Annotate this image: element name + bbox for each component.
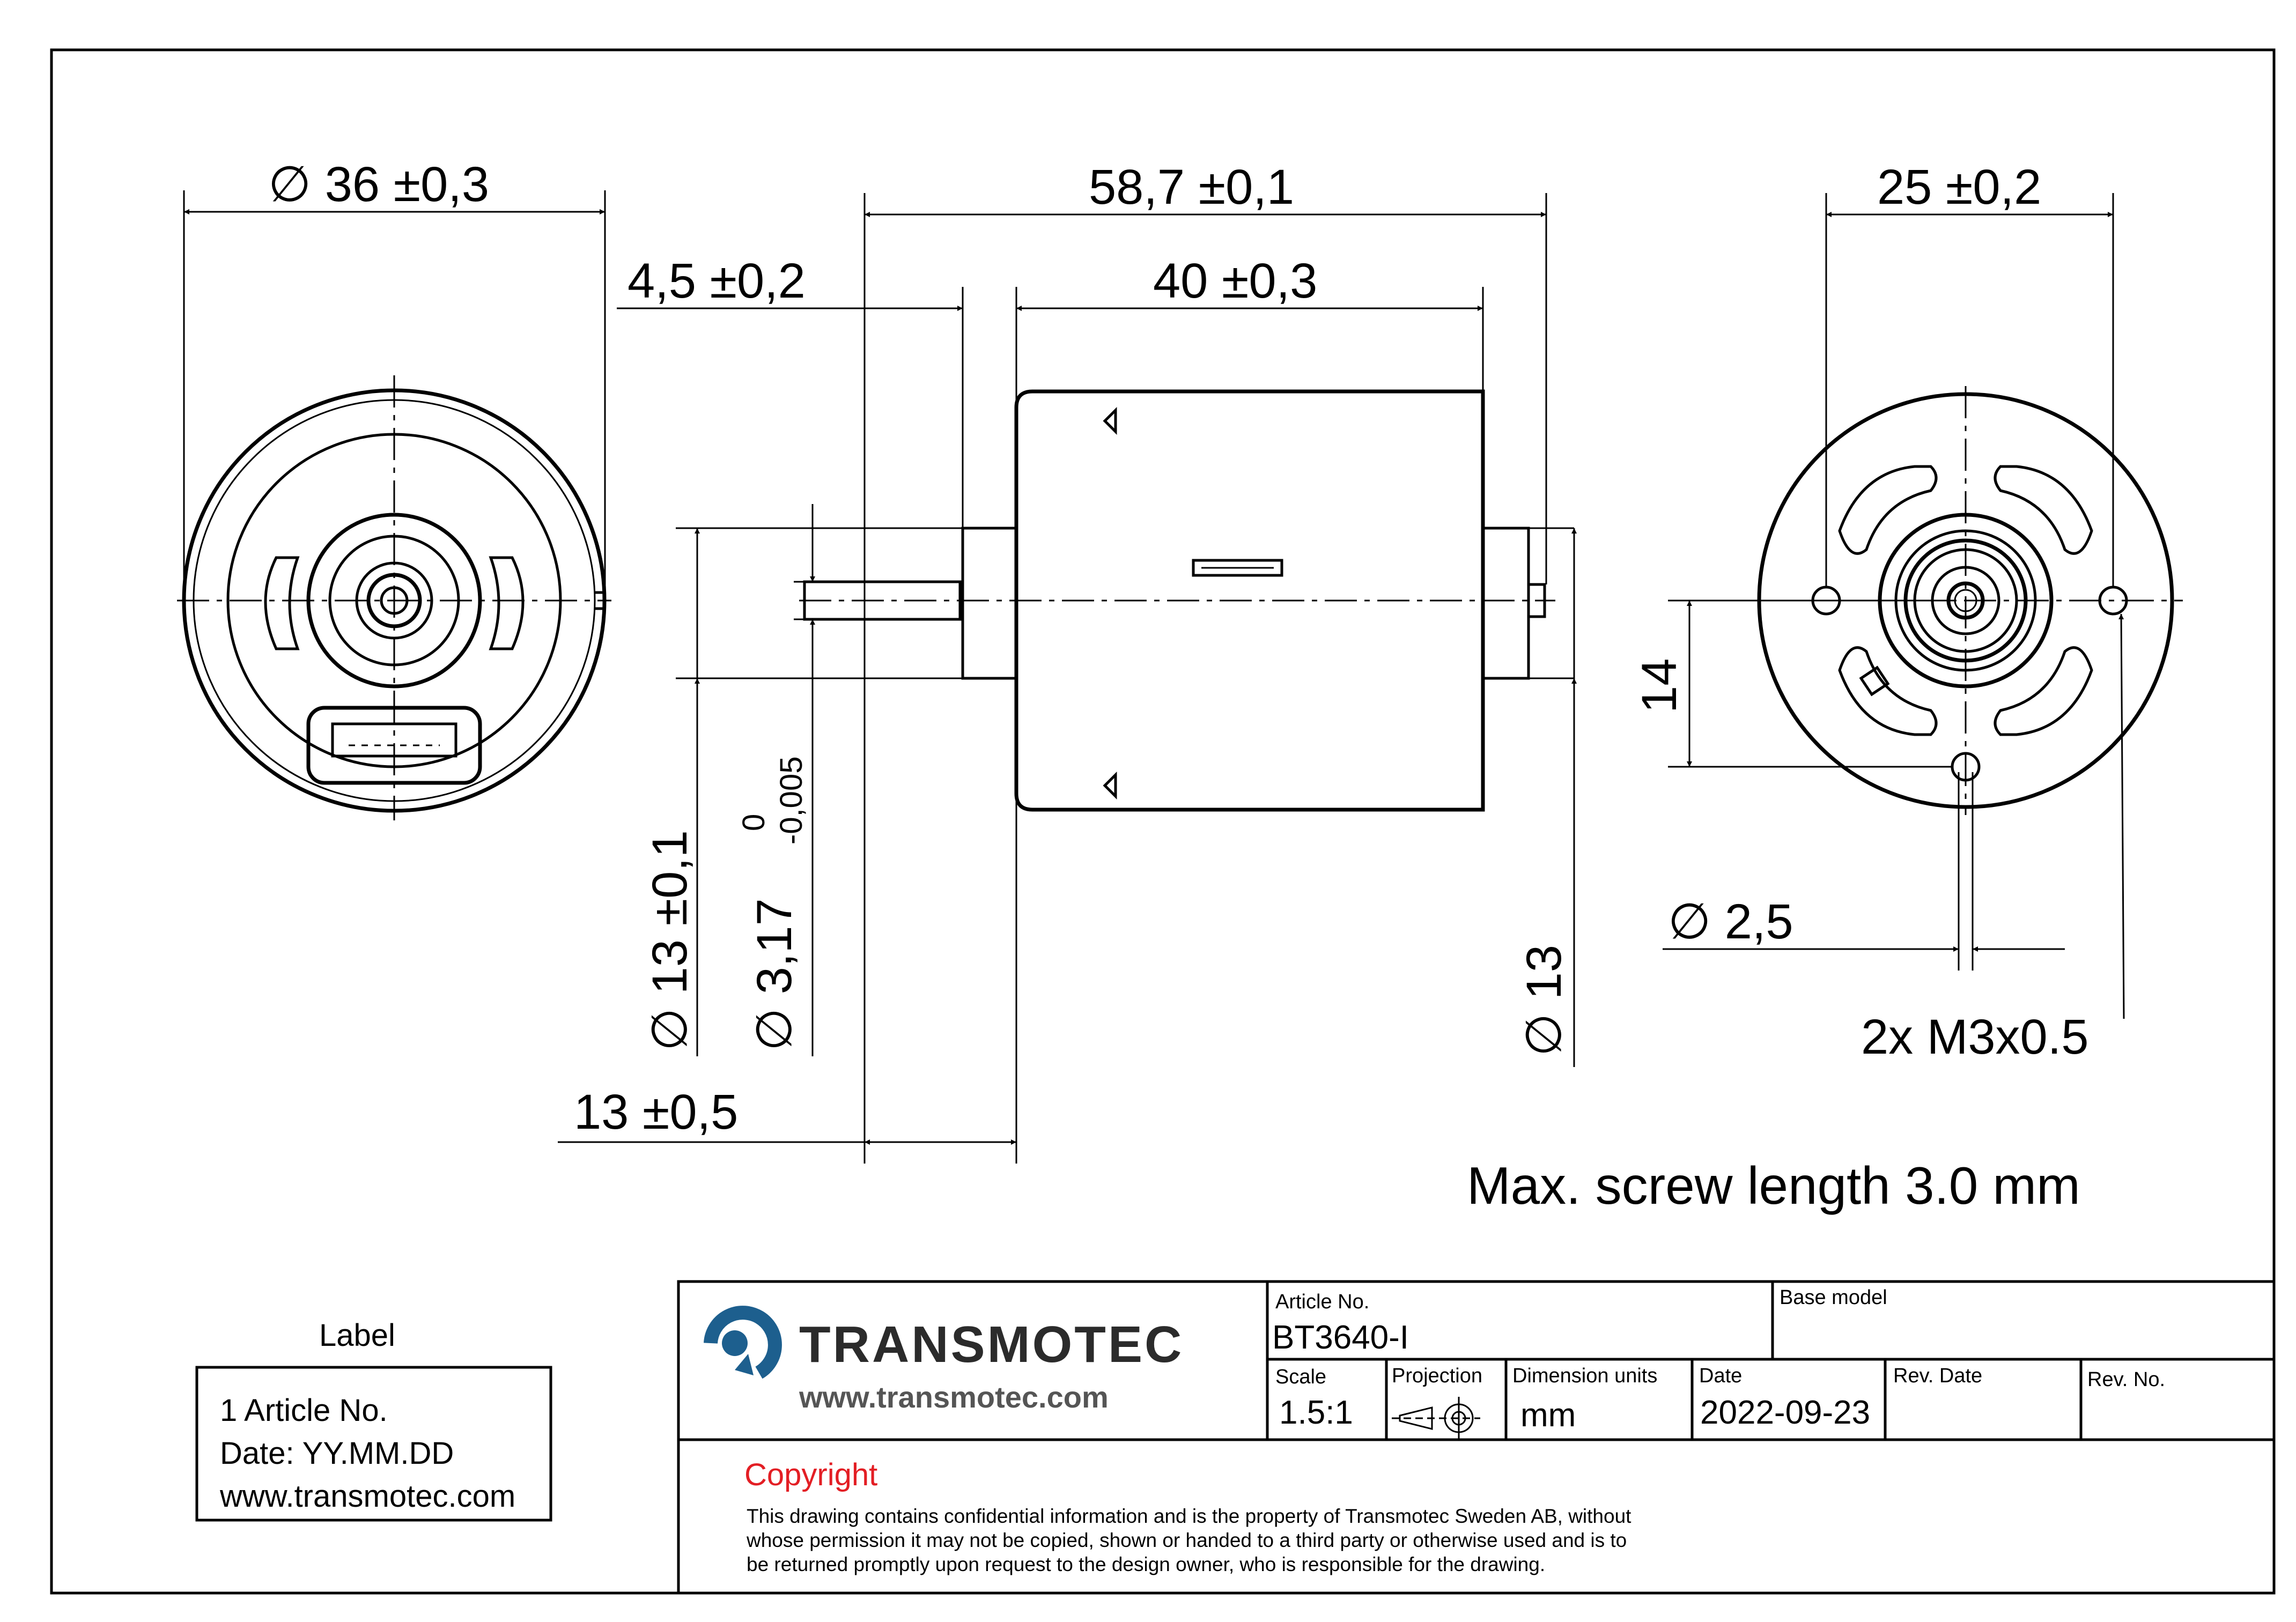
dim-25-text: 25 ±0,2 <box>1877 160 2041 214</box>
copyright-title: Copyright <box>744 1457 877 1492</box>
dim-d36-text: ∅ 36 ±0,3 <box>268 157 489 212</box>
base-model-label: Base model <box>1780 1286 1887 1309</box>
projection-symbol-icon <box>1392 1397 1480 1440</box>
dim-13-5: 13 ±0,5 <box>558 1085 1016 1145</box>
projection-label: Projection <box>1392 1365 1482 1387</box>
dim-d3-17-text: ∅ 3,17 <box>747 898 802 1051</box>
date-value: 2022-09-23 <box>1700 1394 1870 1431</box>
dim-d3-17: ∅ 3,17 0 -0,005 <box>736 504 858 1056</box>
scale-label: Scale <box>1275 1366 1326 1388</box>
dim-4-5: 4,5 ±0,2 <box>617 254 964 528</box>
dim-d13: ∅ 13 <box>1517 528 1577 1067</box>
dim-13-5-text: 13 ±0,5 <box>574 1085 738 1139</box>
dim-25: 25 ±0,2 <box>1825 160 2114 587</box>
dim-14-text: 14 <box>1632 658 1687 713</box>
thread-callout-text: 2x M3x0.5 <box>1861 1010 2088 1064</box>
dim-40-text: 40 ±0,3 <box>1153 254 1317 308</box>
dim-d36: ∅ 36 ±0,3 <box>183 157 606 595</box>
thread-callout: 2x M3x0.5 <box>1861 613 2125 1064</box>
dim-58-7: 58,7 ±0,1 <box>863 160 1547 1164</box>
dim-40: 40 ±0,3 <box>1015 254 1484 1164</box>
dim-4-5-text: 4,5 ±0,2 <box>627 254 806 308</box>
copyright-line-2: whose permission it may not be copied, s… <box>746 1529 1627 1551</box>
date-label: Date <box>1699 1365 1742 1387</box>
units-label: Dimension units <box>1512 1365 1657 1387</box>
label-line-1: 1 Article No. <box>220 1393 388 1428</box>
side-view <box>799 389 1574 812</box>
article-label: Article No. <box>1275 1291 1369 1313</box>
label-line-2: Date: YY.MM.DD <box>220 1436 454 1471</box>
title-block: TRANSMOTEC www.transmotec.com Article No… <box>677 1280 2276 1595</box>
dim-d3-17-upper: 0 <box>736 814 771 831</box>
scale-value: 1.5:1 <box>1279 1394 1353 1431</box>
article-value: BT3640-I <box>1272 1319 1409 1356</box>
label-line-3: www.transmotec.com <box>219 1479 515 1514</box>
rev-no-label: Rev. No. <box>2087 1368 2165 1391</box>
label-title: Label <box>319 1318 395 1353</box>
rear-view <box>177 375 611 820</box>
company-website: www.transmotec.com <box>799 1380 1109 1414</box>
copyright-line-3: be returned promptly upon request to the… <box>747 1553 1545 1575</box>
dim-d13-tol-text: ∅ 13 ±0,1 <box>643 830 697 1051</box>
dim-14: 14 <box>1632 599 1952 768</box>
dim-d3-17-lower: -0,005 <box>774 757 809 845</box>
label-box: Label 1 Article No. Date: YY.MM.DD www.t… <box>195 1318 552 1522</box>
rev-date-label: Rev. Date <box>1893 1365 1982 1387</box>
units-value: mm <box>1520 1397 1576 1434</box>
dim-d2-5-text: ∅ 2,5 <box>1668 894 1793 949</box>
dim-d13-text: ∅ 13 <box>1517 945 1571 1056</box>
screw-note: Max. screw length 3.0 mm <box>1467 1156 2080 1215</box>
company-logo <box>704 1306 782 1379</box>
dim-d2-5: ∅ 2,5 <box>1663 772 2065 971</box>
company-name: TRANSMOTEC <box>799 1316 1184 1373</box>
dim-58-7-text: 58,7 ±0,1 <box>1089 160 1294 214</box>
copyright-line-1: This drawing contains confidential infor… <box>747 1505 1631 1527</box>
dim-d13-tol: ∅ 13 ±0,1 <box>643 527 963 1056</box>
